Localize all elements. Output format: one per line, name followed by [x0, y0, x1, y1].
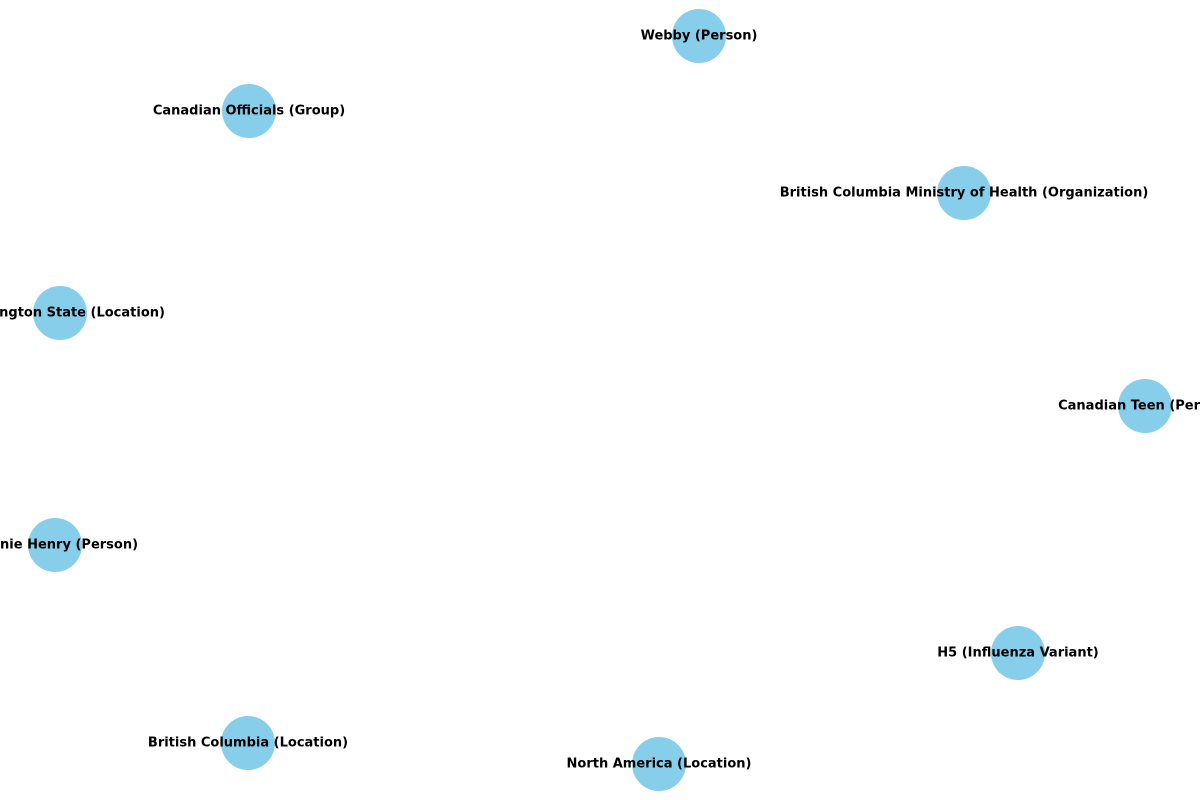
- node-label: H5 (Influenza Variant): [937, 645, 1099, 661]
- node-circle: [632, 737, 686, 791]
- node-circle: [991, 626, 1045, 680]
- node-label: Canadian Officials (Group): [152, 103, 346, 119]
- node-circle: [937, 166, 991, 220]
- node-label: Webby (Person): [640, 28, 758, 44]
- node-circle: [221, 716, 275, 770]
- node-label: Canadian Teen (Person): [1058, 398, 1200, 414]
- node-label: North America (Location): [566, 756, 752, 772]
- node-label: British Columbia (Location): [147, 735, 349, 751]
- node-label: British Columbia Ministry of Health (Org…: [779, 185, 1149, 201]
- node-label: Bonnie Henry (Person): [0, 537, 139, 553]
- node-circle: [222, 84, 276, 138]
- node-circle: [672, 9, 726, 63]
- node-label: Washington State (Location): [0, 305, 165, 321]
- node-circle: [33, 286, 87, 340]
- node-circle: [28, 518, 82, 572]
- node-circle: [1118, 379, 1172, 433]
